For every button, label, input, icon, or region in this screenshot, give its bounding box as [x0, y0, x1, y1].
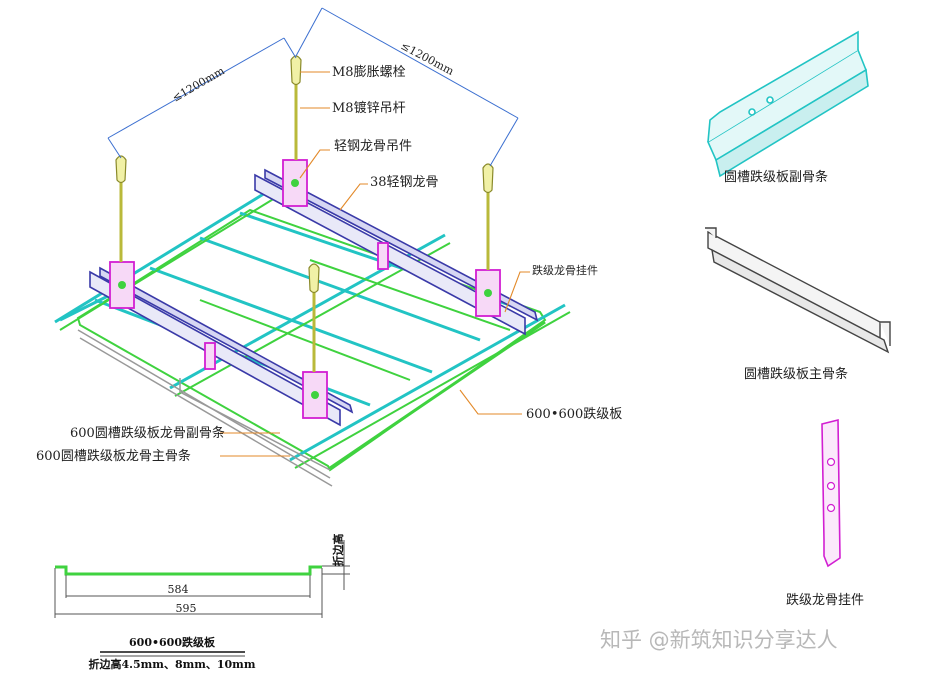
callout-m8-rod: M8镀锌吊杆	[332, 100, 406, 116]
part-main-strip: 圆槽跌级板主骨条	[705, 227, 891, 382]
section-inner-width: 584	[168, 583, 189, 596]
callout-m8-bolt: M8膨胀螺栓	[332, 65, 406, 80]
panel-outline	[76, 208, 547, 472]
callout-hanger: 轻钢龙骨吊件	[334, 139, 412, 154]
section-title: 600•600跌级板	[129, 635, 216, 649]
callout-panel: 600•600跌级板	[526, 406, 622, 422]
section-edge-height: 折边高	[331, 534, 345, 567]
callout-sub-keel: 600圆槽跌级板龙骨副骨条	[70, 425, 225, 441]
expansion-bolts	[115, 55, 494, 294]
callout-leaders	[220, 71, 530, 457]
watermark: 知乎 @新筑知识分享达人	[600, 628, 838, 652]
grey-rails	[77, 329, 333, 487]
spacing-right-label: ≤1200mm	[399, 39, 457, 78]
section-note: 折边高4.5mm、8mm、10mm	[89, 657, 256, 671]
callout-drop-hanger: 跌级龙骨挂件	[532, 263, 598, 277]
section-outer-width: 595	[176, 602, 197, 615]
spacing-dims	[107, 7, 519, 167]
part-sub-strip-label: 圆槽跌级板副骨条	[724, 169, 828, 185]
callout-main-keel: 600圆槽跌级板龙骨主骨条	[36, 448, 191, 464]
part-sub-strip: 圆槽跌级板副骨条	[706, 30, 869, 185]
part-drop-clip-label: 跌级龙骨挂件	[786, 592, 864, 608]
hangers	[109, 159, 501, 419]
hanger-clips	[118, 179, 492, 399]
callout-keel38: 38轻钢龙骨	[370, 175, 439, 190]
panel-section: 584 595 折边高 600•600跌级板 折边高4.5mm、8mm、10mm	[54, 534, 350, 671]
part-main-strip-label: 圆槽跌级板主骨条	[744, 366, 848, 382]
spacing-left-label: ≤1200mm	[170, 64, 227, 105]
part-drop-clip: 跌级龙骨挂件	[786, 418, 864, 608]
